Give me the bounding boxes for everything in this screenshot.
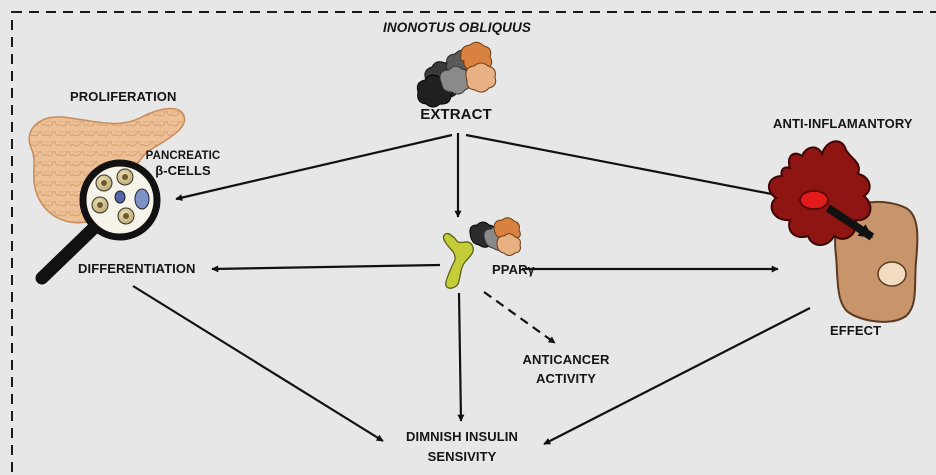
effect-label: EFFECT — [830, 323, 882, 338]
extract-label: EXTRACT — [420, 106, 492, 123]
differentiation-label: DIFFERENTIATION — [78, 261, 196, 276]
anti-inflammatory-label: ANTI-INFLAMANTORY — [773, 116, 913, 131]
arrow-effect-to-outcome — [543, 307, 811, 445]
beta-cells-icon — [91, 168, 150, 225]
arrow-extract-to-macrophage — [465, 133, 783, 199]
pancreatic-label: PANCREATIC — [145, 150, 221, 162]
extract-icon — [416, 41, 497, 108]
target-cell-icon — [834, 200, 919, 323]
arrow-ppar-to-anticancer-dashed — [483, 291, 556, 344]
ppar-label: PPARγ — [492, 262, 535, 277]
macrophage-icon — [767, 140, 875, 246]
inhibition-arrow — [825, 204, 875, 241]
magnifier-icon — [35, 159, 161, 285]
arrow-ppar-to-outcome — [457, 292, 465, 422]
diagram-title: INONOTUS OBLIQUUS — [383, 20, 531, 35]
anticancer-activity-label: ACTIVITY — [535, 371, 597, 386]
anticancer-label: ANTICANCER — [522, 352, 610, 367]
outcome-sensivity-label: SENSIVITY — [427, 449, 497, 464]
beta-cells-label: β-CELLS — [155, 163, 211, 178]
proliferation-label: PROLIFERATION — [70, 89, 177, 104]
arrow-differentiation-to-outcome — [132, 285, 384, 442]
ppar-receptor-icon — [442, 217, 521, 289]
arrow-extract-to-beta-cells — [175, 133, 453, 201]
outcome-label: DIMNISH INSULIN — [406, 429, 518, 444]
arrow-ppar-to-differentiation — [211, 263, 441, 273]
